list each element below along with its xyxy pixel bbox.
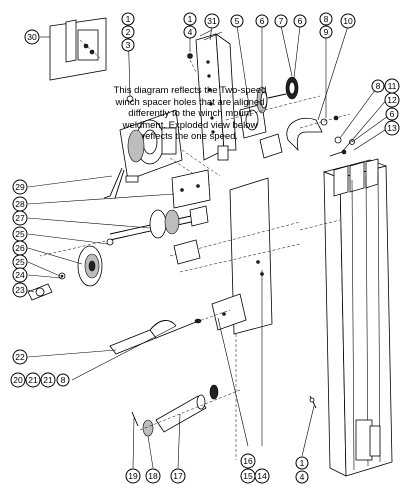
callout-15: 15 — [240, 468, 256, 484]
svg-text:8: 8 — [324, 14, 329, 24]
callout-1-top: 1 — [121, 12, 135, 26]
callout-4-bottom: 4 — [295, 470, 309, 484]
callout-2: 2 — [121, 25, 135, 39]
callout-23: 23 — [12, 282, 28, 298]
mast-column — [299, 158, 393, 477]
svg-text:28: 28 — [15, 199, 25, 209]
svg-text:20: 20 — [13, 375, 23, 385]
svg-text:29: 29 — [15, 182, 25, 192]
svg-text:8: 8 — [61, 375, 66, 385]
svg-text:27: 27 — [15, 213, 25, 223]
callout-25-b: 25 — [12, 254, 28, 270]
svg-text:10: 10 — [343, 16, 353, 26]
callout-30: 30 — [24, 29, 40, 45]
svg-text:9: 9 — [324, 27, 329, 37]
svg-text:18: 18 — [148, 471, 158, 481]
bottom-roller — [131, 384, 241, 437]
axle-roller — [39, 205, 209, 265]
bolt-bottom — [309, 395, 317, 409]
svg-text:1: 1 — [300, 458, 305, 468]
bolt-top — [187, 53, 197, 73]
svg-text:5: 5 — [235, 16, 240, 26]
callout-27: 27 — [12, 210, 28, 226]
callout-8-bottom-left: 8 — [56, 373, 70, 387]
svg-text:22: 22 — [15, 352, 25, 362]
svg-text:6: 6 — [390, 109, 395, 119]
svg-text:3: 3 — [126, 40, 131, 50]
callout-25-a: 25 — [12, 226, 28, 242]
center-plate — [169, 177, 301, 460]
callout-6-c: 6 — [385, 107, 399, 121]
svg-text:7: 7 — [279, 16, 284, 26]
svg-text:21: 21 — [28, 375, 38, 385]
svg-text:14: 14 — [257, 471, 267, 481]
callout-20: 20 — [10, 372, 26, 388]
svg-text:11: 11 — [388, 81, 397, 91]
callout-3: 3 — [121, 38, 135, 52]
wheel — [27, 238, 114, 301]
callout-22: 22 — [12, 349, 28, 365]
callout-8-top: 8 — [319, 12, 333, 26]
svg-text:15: 15 — [243, 471, 253, 481]
inset-spacer-detail — [40, 17, 107, 81]
svg-text:16: 16 — [243, 456, 253, 466]
leader-lines — [27, 23, 389, 469]
callout-19: 19 — [125, 468, 141, 484]
winch-assembly — [103, 109, 221, 199]
callout-7: 7 — [274, 14, 288, 28]
upright-bracket — [195, 29, 237, 161]
svg-text:30: 30 — [27, 32, 37, 42]
small-hardware-right — [329, 136, 355, 157]
callout-4-top: 4 — [183, 25, 197, 39]
svg-text:1: 1 — [188, 14, 193, 24]
svg-text:2: 2 — [126, 27, 131, 37]
callout-6-b: 6 — [293, 14, 307, 28]
callout-1-bottom: 1 — [295, 456, 309, 470]
hook-bracket — [286, 113, 351, 152]
callout-1-upper-mid: 1 — [183, 12, 197, 26]
svg-text:31: 31 — [207, 16, 217, 26]
callout-10: 10 — [340, 13, 356, 29]
svg-text:4: 4 — [300, 472, 305, 482]
callout-14: 14 — [254, 468, 270, 484]
svg-text:17: 17 — [173, 471, 183, 481]
svg-text:25: 25 — [15, 229, 25, 239]
callout-11: 11 — [384, 78, 400, 94]
svg-text:24: 24 — [15, 270, 25, 280]
svg-text:8: 8 — [376, 81, 381, 91]
pulley-group — [225, 76, 321, 159]
callout-21-a: 21 — [25, 372, 41, 388]
callout-9: 9 — [319, 25, 333, 39]
svg-text:13: 13 — [387, 123, 397, 133]
svg-text:6: 6 — [298, 16, 303, 26]
svg-text:21: 21 — [43, 375, 53, 385]
svg-text:12: 12 — [387, 95, 397, 105]
callout-26: 26 — [12, 240, 28, 256]
svg-text:26: 26 — [15, 243, 25, 253]
callout-21-b: 21 — [40, 372, 56, 388]
callout-28: 28 — [12, 196, 28, 212]
svg-text:4: 4 — [188, 27, 193, 37]
callout-29: 29 — [12, 179, 28, 195]
callout-31: 31 — [204, 13, 220, 29]
callout-5: 5 — [230, 14, 244, 28]
callout-8-right: 8 — [371, 79, 385, 93]
callout-13: 13 — [384, 120, 400, 136]
callout-12: 12 — [384, 92, 400, 108]
svg-text:6: 6 — [260, 16, 265, 26]
mount-plate — [171, 169, 211, 209]
callout-16: 16 — [240, 453, 256, 469]
callout-6-a: 6 — [255, 14, 269, 28]
svg-text:25: 25 — [15, 257, 25, 267]
callout-17: 17 — [170, 468, 186, 484]
svg-text:23: 23 — [15, 285, 25, 295]
diagram-note: This diagram reflects the Two-speed winc… — [113, 85, 267, 142]
callout-24: 24 — [12, 267, 28, 283]
svg-text:19: 19 — [128, 471, 138, 481]
crank-handle — [109, 309, 231, 355]
svg-text:1: 1 — [126, 14, 131, 24]
callout-18: 18 — [145, 468, 161, 484]
